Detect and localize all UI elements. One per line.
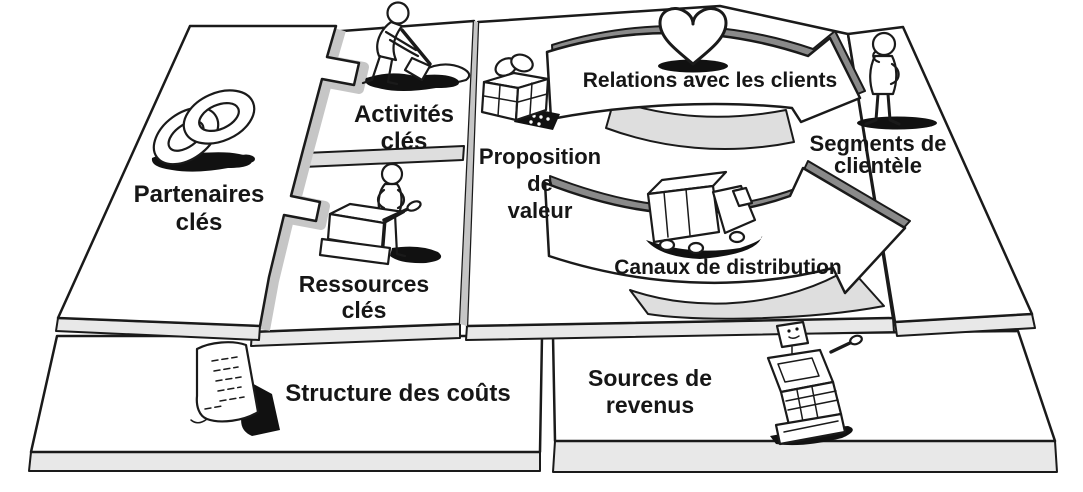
- delivery-truck-icon: [646, 170, 763, 259]
- interlocked-rings-icon: [151, 89, 256, 172]
- customer-relationships-label: Relations avec les clients: [583, 69, 837, 92]
- cost-structure-label: Structure des coûts: [285, 380, 510, 407]
- worker-machine-icon: [318, 162, 442, 266]
- customer-segments-label: Segments de: [810, 131, 947, 156]
- customer-segments-label-line2: clientèle: [834, 153, 922, 178]
- cost-structure-front-face: [28, 451, 541, 472]
- revenue-streams-label-line2: revenus: [606, 392, 694, 418]
- cash-register-icon: [766, 320, 863, 446]
- hub-band-upper: [605, 99, 795, 151]
- value-proposition-label-line2: de: [527, 171, 553, 196]
- key-partners-label-line2: clés: [176, 209, 223, 236]
- revenue-streams-label: Sources de: [588, 365, 712, 391]
- channels-label: Canaux de distribution: [614, 256, 842, 279]
- panel-gap: [460, 21, 478, 326]
- heart-icon: [658, 7, 728, 73]
- value-proposition-label-line3: valeur: [508, 198, 573, 223]
- key-activities-label: Activités: [354, 101, 454, 128]
- key-resources-label: Ressources: [299, 271, 429, 297]
- key-partners-label: Partenaires: [134, 181, 265, 208]
- relationships-arrow-body: [545, 31, 862, 124]
- key-partners-panel: [56, 24, 361, 328]
- key-partners-block: [55, 24, 361, 341]
- hub-band-lower: [629, 267, 885, 320]
- labels: Partenaires clés Activités clés Ressourc…: [134, 69, 947, 418]
- revenue-streams-front-face: [552, 440, 1058, 473]
- key-resources-label-line2: clés: [342, 297, 387, 323]
- customer-person-icon: [857, 31, 937, 130]
- gift-box-icon: [480, 53, 560, 130]
- digging-person-icon: [361, 1, 471, 91]
- value-proposition-label: Proposition: [479, 144, 601, 169]
- key-activities-label-line2: clés: [381, 128, 428, 155]
- document-icon: [190, 341, 280, 436]
